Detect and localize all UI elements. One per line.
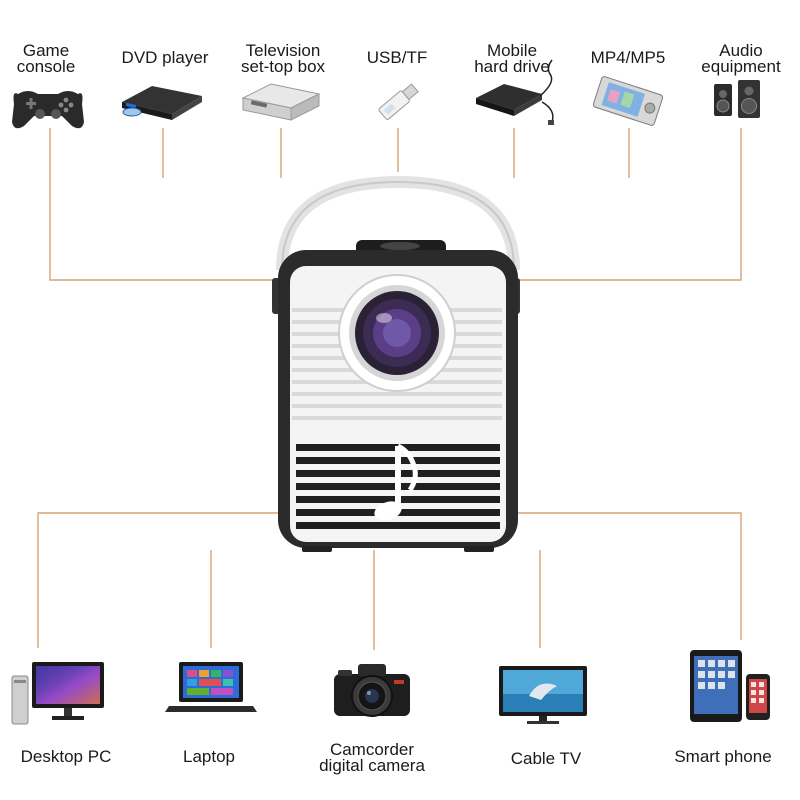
projector-icon [272,175,520,552]
usb-drive-icon [378,83,419,120]
camera-icon [334,664,410,717]
speakers-icon [714,80,760,118]
label-camera: Camcorder digital camera [319,740,425,775]
label-laptop: Laptop [183,747,235,766]
label-line: Game [22,41,70,60]
tv-icon [499,666,587,724]
label-dvd-player: DVD player [121,48,209,67]
label-line: USB/TF [366,48,428,67]
connector-lines [37,128,742,650]
label-audio: Audio equipment [701,41,781,76]
tablet-phone-icon [690,650,770,722]
label-line: Cable TV [510,749,582,768]
label-smart-phone: Smart phone [674,747,772,766]
label-line: Smart phone [674,747,772,766]
label-line: MP4/MP5 [590,48,666,67]
hard-drive-icon [476,59,554,125]
label-line: Laptop [183,747,235,766]
media-player-icon [592,76,664,126]
line-phone [510,512,742,640]
label-line: equipment [701,57,781,76]
label-cable-tv: Cable TV [510,749,582,768]
label-line: digital camera [319,756,425,775]
label-line: set-top box [240,57,326,76]
set-top-box-icon [241,83,321,121]
laptop-icon [165,662,257,712]
label-line: console [16,57,76,76]
label-set-top-box: Television set-top box [240,41,326,76]
music-note-icon [374,443,418,521]
label-line: Desktop PC [20,747,112,766]
label-line: hard drive [474,57,550,76]
dvd-player-icon [122,86,202,120]
label-media-player: MP4/MP5 [590,48,666,67]
label-desktop-pc: Desktop PC [20,747,112,766]
line-audio [516,128,742,281]
desktop-pc-icon [11,662,104,725]
label-line: Camcorder [329,740,415,759]
line-game-console [49,128,278,281]
label-hard-drive: Mobile hard drive [474,41,550,76]
label-line: Television [245,41,321,60]
gamepad-icon [12,91,84,129]
label-line: Mobile [486,41,538,60]
label-usb: USB/TF [366,48,428,67]
label-line: Audio [719,41,763,60]
label-line: DVD player [121,48,209,67]
label-game-console: Game console [16,41,76,76]
line-desktop [37,512,280,648]
